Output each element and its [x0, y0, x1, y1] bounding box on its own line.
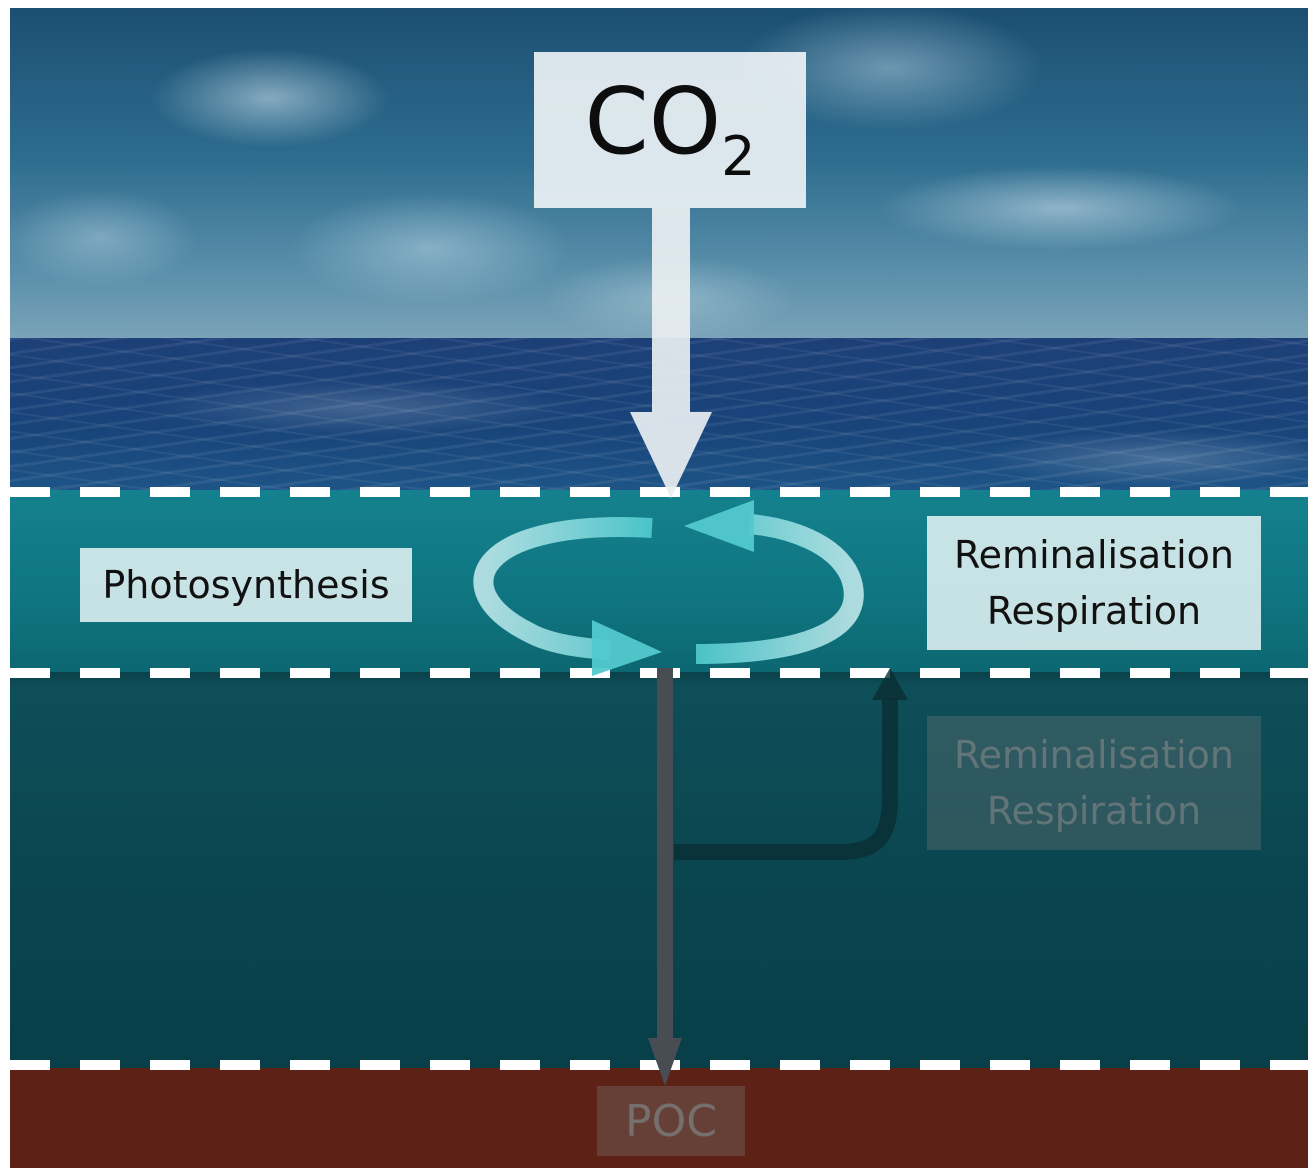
- co2-downward-arrow-shaft: [630, 208, 712, 498]
- co2-label-subscript: 2: [721, 125, 756, 188]
- poc-sinking-arrowhead: [648, 1038, 682, 1086]
- lower-reminalisation-line-1: Reminalisation: [953, 732, 1234, 777]
- lower-reminalisation-label: Reminalisation Respiration: [927, 716, 1261, 850]
- deep-remineralisation-arrowhead: [872, 668, 908, 700]
- poc-label: POC: [597, 1086, 745, 1156]
- upper-reminalisation-label: Reminalisation Respiration: [927, 516, 1261, 650]
- surface-boundary-dashed-line: [10, 487, 1308, 497]
- photosynthesis-label-text: Photosynthesis: [102, 563, 390, 607]
- photosynthesis-arrowhead: [592, 620, 662, 676]
- photosynthesis-cycle-arrow: [473, 517, 653, 660]
- ocean-scene: CO2 Photosynthesis Reminalisation Respir…: [10, 8, 1308, 1168]
- lower-reminalisation-line-2: Respiration: [986, 789, 1202, 833]
- deep-remineralisation-arrow: [674, 698, 898, 860]
- co2-label: CO2: [534, 52, 806, 208]
- poc-label-text: POC: [625, 1095, 717, 1147]
- flux-arrows: [473, 208, 908, 1086]
- respiration-cycle-arrow: [695, 514, 864, 664]
- upper-reminalisation-line-1: Reminalisation: [953, 532, 1234, 577]
- seafloor-layer: [10, 1068, 1308, 1168]
- photosynthesis-label: Photosynthesis: [80, 548, 412, 622]
- upper-reminalisation-line-2: Respiration: [986, 589, 1202, 633]
- co2-label-text: CO: [584, 68, 722, 175]
- respiration-arrowhead: [684, 500, 754, 552]
